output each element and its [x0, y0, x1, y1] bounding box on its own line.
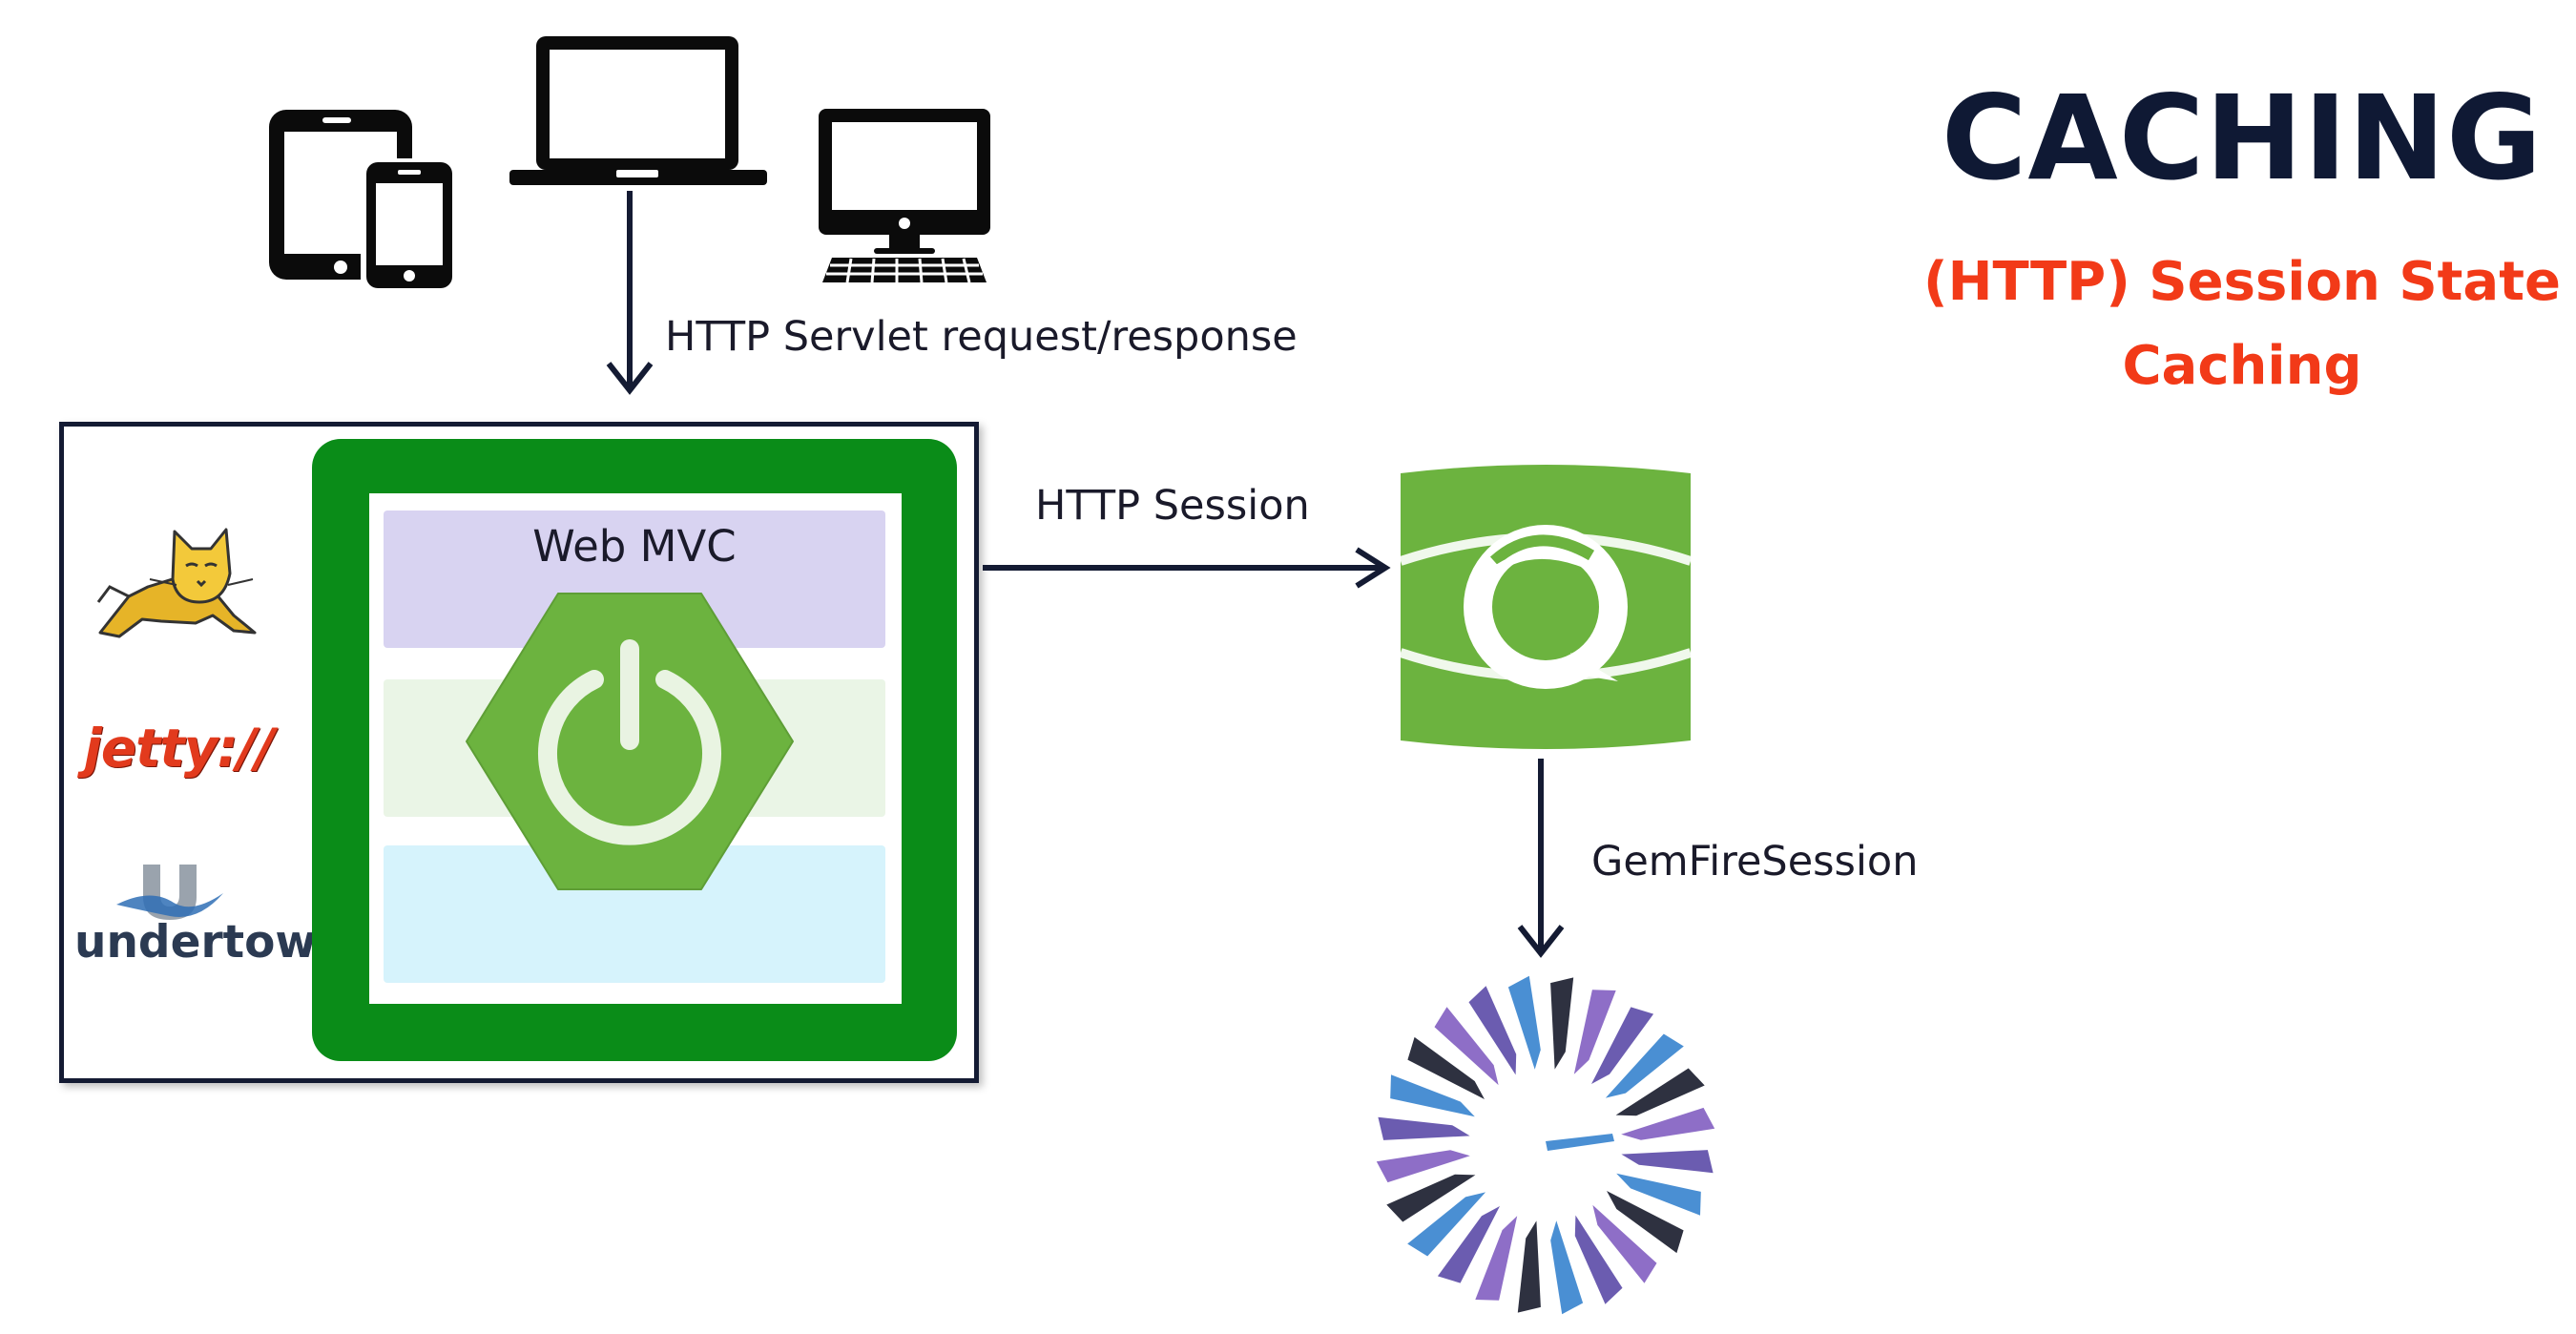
- tablet-phone-icon: [269, 110, 456, 292]
- starburst-needle: [1546, 1134, 1614, 1151]
- starburst-petal: [1607, 1191, 1684, 1254]
- starburst-petal: [1507, 975, 1541, 1070]
- starburst-petal: [1550, 1220, 1584, 1315]
- undertow-u-mark: [116, 865, 223, 920]
- undertow-logo: undertow: [74, 916, 317, 969]
- starburst-petal: [1475, 1216, 1518, 1301]
- starburst-petal: [1378, 1116, 1470, 1140]
- starburst-petal: [1517, 1220, 1541, 1313]
- starburst-petal: [1376, 1150, 1470, 1183]
- starburst-petal: [1407, 1192, 1486, 1257]
- starburst-petal: [1550, 977, 1574, 1070]
- http-session-label: HTTP Session: [1035, 482, 1310, 530]
- tomcat-logo: [96, 528, 257, 638]
- spring-session-icon: [1399, 465, 1693, 749]
- gemfire-starburst-icon: [1376, 975, 1715, 1315]
- subtitle-line-2: Caching: [2122, 335, 2362, 397]
- starburst-petal: [1407, 1036, 1485, 1099]
- desktop-icon: [819, 109, 990, 283]
- starburst-petal: [1615, 1068, 1705, 1116]
- starburst-petal: [1573, 990, 1616, 1074]
- page-subtitle: (HTTP) Session State Caching: [1918, 240, 2566, 408]
- laptop-icon: [509, 36, 767, 185]
- servlet-container-box: [59, 422, 979, 1083]
- starburst-petal: [1621, 1150, 1714, 1174]
- starburst-petal: [1621, 1107, 1715, 1140]
- starburst-petal: [1390, 1074, 1475, 1117]
- spring-boot-power-icon: [466, 593, 794, 890]
- subtitle-line-1: (HTTP) Session State: [1923, 251, 2561, 313]
- starburst-petal: [1605, 1033, 1684, 1098]
- starburst-petal: [1592, 1204, 1657, 1283]
- page-title: CACHING: [1941, 71, 2544, 206]
- servlet-arrow: [606, 191, 654, 395]
- starburst-petal: [1434, 1007, 1499, 1086]
- servlet-arrow-label: HTTP Servlet request/response: [665, 313, 1298, 361]
- starburst-petal: [1591, 1007, 1654, 1084]
- starburst-petal: [1574, 1215, 1623, 1304]
- starburst-petal: [1616, 1173, 1701, 1216]
- gemfire-arrow: [1517, 759, 1565, 958]
- http-session-arrow: [983, 547, 1391, 589]
- jetty-logo: jetty://: [84, 718, 275, 779]
- gemfire-session-label: GemFireSession: [1591, 838, 1919, 886]
- starburst-petal: [1386, 1174, 1476, 1222]
- web-mvc-label: Web MVC: [532, 521, 737, 572]
- starburst-petal: [1437, 1206, 1500, 1283]
- starburst-petal: [1468, 986, 1517, 1075]
